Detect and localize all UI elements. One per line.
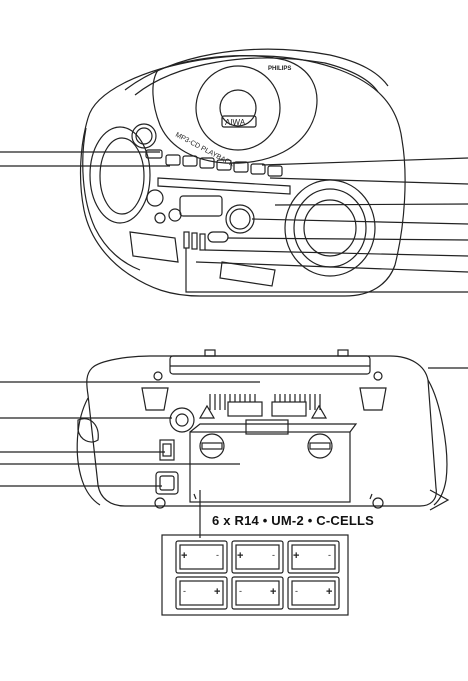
cassette-door: [129, 231, 179, 263]
right-speaker: [284, 179, 376, 277]
volume-knob: [131, 123, 157, 149]
selector-switches: [183, 231, 206, 251]
plus-sign: +: [181, 550, 187, 562]
cassette-slot-right: [219, 261, 276, 287]
latch-left: [199, 433, 225, 459]
callout-right-6: [204, 249, 468, 257]
side-dial: [77, 418, 99, 443]
dbb-button: [168, 208, 182, 222]
plus-sign: +: [237, 550, 243, 562]
function-knob: [146, 189, 164, 207]
callout-right-2: [269, 177, 468, 185]
socket-1: [159, 439, 175, 461]
play-mode-button: [145, 149, 163, 159]
minus-sign: -: [328, 550, 331, 560]
callout-right-8: [185, 248, 468, 293]
warning-triangle-right: [310, 404, 328, 419]
callout-right-5: [227, 237, 468, 241]
latch-right: [307, 433, 333, 459]
tuner-display: [179, 195, 223, 217]
rating-label-right: [271, 401, 307, 417]
minus-sign: -: [295, 586, 298, 596]
left-speaker-inner: [99, 137, 145, 215]
ac-socket: [155, 471, 179, 495]
warning-triangle-left: [198, 404, 216, 419]
battery-type-label: 6 x R14 • UM-2 • C-CELLS: [212, 513, 374, 528]
tuner-strip: [157, 177, 291, 195]
battery-box: [161, 534, 349, 616]
eq-button: [207, 231, 229, 243]
left-speaker-grille: [89, 126, 151, 224]
rating-label-left: [227, 401, 263, 417]
callout-right-4: [251, 218, 468, 225]
callout-right-7: [195, 261, 468, 273]
plus-sign: +: [214, 586, 220, 598]
front-view-figure: AIWA MP3-CD PLAYBACK PHILIPS: [0, 48, 468, 297]
minus-sign: -: [216, 550, 219, 560]
plus-sign: +: [326, 586, 332, 598]
foot-right: [359, 387, 387, 411]
battery-diagram: + + + - - - - - - + + +: [161, 534, 349, 616]
cd-lid: [152, 55, 318, 164]
battery-row-bottom: [175, 576, 340, 610]
cd-button-row: [165, 154, 283, 177]
back-knob: [169, 407, 195, 433]
minus-sign: -: [272, 550, 275, 560]
cd-brand-badge: [221, 115, 257, 128]
battery-compartment: [189, 431, 351, 503]
cd-brand-text: AIWA: [225, 118, 246, 127]
minus-sign: -: [183, 586, 186, 596]
minus-sign: -: [239, 586, 242, 596]
battery-row-top: [175, 540, 340, 574]
left-speaker-bulge: [82, 127, 141, 271]
foot-left: [141, 387, 169, 411]
top-logo-text: PHILIPS: [268, 66, 291, 72]
boombox-body-outline: [79, 55, 406, 297]
back-handle: [169, 355, 371, 375]
back-view-figure: [0, 349, 468, 538]
plus-sign: +: [270, 586, 276, 598]
plus-sign: +: [293, 550, 299, 562]
callout-right-1: [261, 157, 468, 166]
back-body-outline: [86, 355, 437, 507]
cd-window: [195, 65, 281, 151]
callout-right-3: [274, 203, 468, 206]
